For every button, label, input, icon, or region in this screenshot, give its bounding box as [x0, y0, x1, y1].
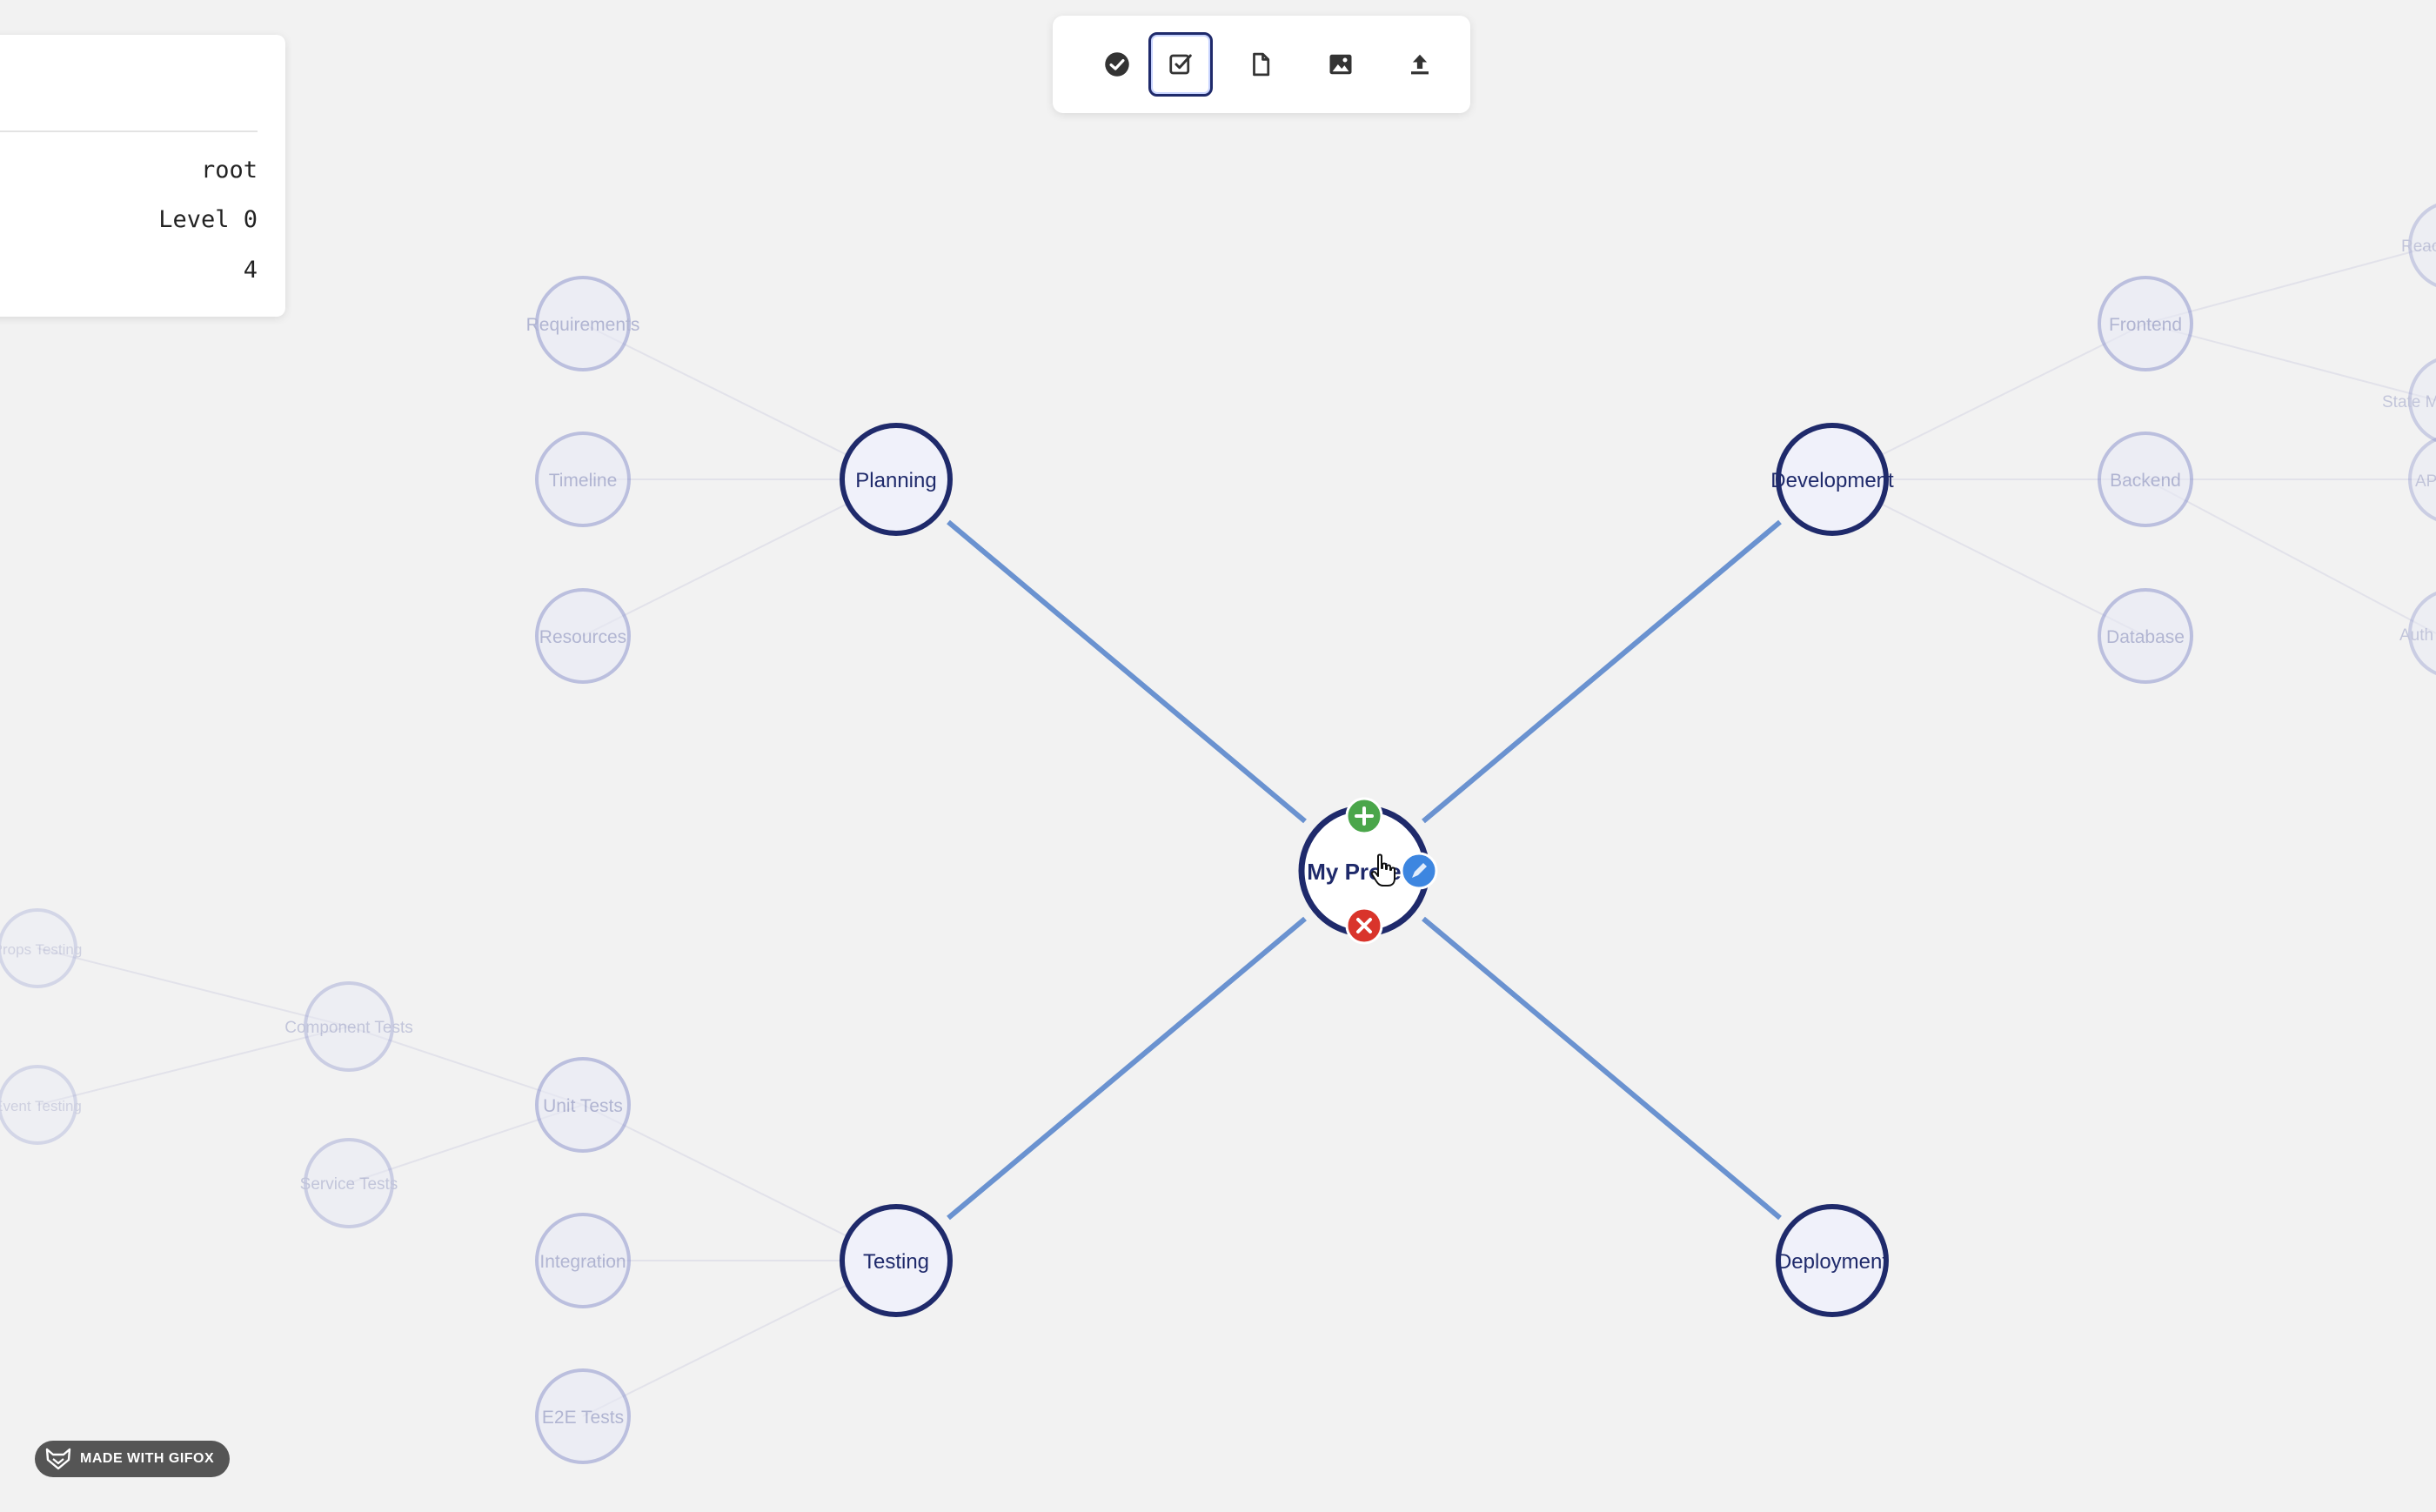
node-type-value: root — [200, 157, 258, 184]
node-label: Backend — [2110, 471, 2181, 491]
upload-button[interactable] — [1388, 32, 1452, 97]
fox-icon — [45, 1448, 71, 1470]
node-label: Component Tests — [284, 1019, 413, 1037]
node-label: API — [2415, 472, 2436, 491]
node-state-management[interactable]: State M — [2382, 357, 2436, 444]
pencil-icon — [1412, 863, 1427, 878]
faded-nodes: Requirements Timeline Resources Frontend… — [0, 202, 2436, 1464]
badge-text: MADE WITH GIFOX — [80, 1451, 215, 1466]
node-service-tests[interactable]: Service Tests — [300, 1138, 398, 1228]
node-children-value: 4 — [243, 257, 258, 284]
node-label: Integration — [539, 1252, 626, 1272]
faded-edges — [37, 244, 2436, 1417]
node-label: E2E Tests — [542, 1408, 624, 1428]
node-label: State M — [2382, 393, 2436, 411]
check-circle-icon — [1105, 52, 1129, 77]
node-api[interactable]: API — [2408, 436, 2436, 523]
node-database[interactable]: Database — [2098, 588, 2193, 684]
main-edges — [947, 519, 1782, 1221]
node-e2e-tests[interactable]: E2E Tests — [535, 1368, 631, 1464]
node-label: React — [2401, 238, 2436, 256]
node-label: Planning — [855, 469, 936, 492]
node-react[interactable]: React — [2401, 202, 2436, 289]
node-label: Service Tests — [300, 1175, 398, 1194]
node-unit-tests[interactable]: Unit Tests — [535, 1057, 631, 1153]
node-label: Unit Tests — [543, 1096, 623, 1116]
node-frontend[interactable]: Frontend — [2098, 276, 2193, 371]
edit-node-button[interactable] — [1400, 852, 1438, 890]
upload-icon — [1411, 54, 1429, 75]
plus-icon — [1355, 806, 1374, 826]
toggle-checkbox-button[interactable] — [1148, 32, 1213, 97]
node-integration[interactable]: Integration — [535, 1213, 631, 1308]
delete-node-button[interactable] — [1345, 907, 1383, 945]
panel-divider — [0, 130, 258, 132]
toolbar — [1053, 16, 1470, 113]
node-auth[interactable]: Auth — [2399, 590, 2436, 677]
add-child-button[interactable] — [1345, 797, 1383, 835]
node-label: Testing — [863, 1250, 929, 1274]
file-icon — [1253, 52, 1270, 77]
node-label: Event Testing — [0, 1098, 82, 1114]
node-label: Database — [2106, 627, 2185, 647]
node-backend[interactable]: Backend — [2098, 432, 2193, 527]
node-event-testing[interactable]: Event Testing — [0, 1065, 82, 1145]
node-component-tests[interactable]: Component Tests — [284, 981, 413, 1072]
export-image-button[interactable] — [1308, 32, 1373, 97]
node-label: Requirements — [526, 315, 640, 335]
node-planning[interactable]: Planning — [840, 423, 953, 536]
node-label: Resources — [539, 627, 626, 647]
new-file-button[interactable] — [1228, 32, 1293, 97]
check-button[interactable] — [1085, 32, 1149, 97]
node-info-panel: root Level 0 4 — [0, 35, 285, 317]
hand-pointer-cursor — [1370, 853, 1395, 886]
gifox-badge: MADE WITH GIFOX — [35, 1441, 231, 1477]
node-label: Timeline — [549, 471, 618, 491]
node-label: Development — [1770, 469, 1894, 492]
node-requirements[interactable]: Requirements — [526, 276, 640, 371]
node-development[interactable]: Development — [1770, 423, 1894, 536]
node-label: Frontend — [2109, 315, 2182, 335]
image-icon — [1329, 54, 1352, 75]
node-level-value: Level 0 — [158, 206, 258, 233]
node-deployment[interactable]: Deployment — [1776, 1204, 1889, 1317]
node-resources[interactable]: Resources — [535, 588, 631, 684]
node-label: Props Testing — [0, 941, 82, 958]
node-label: Auth — [2399, 626, 2433, 645]
close-icon — [1356, 918, 1372, 933]
node-timeline[interactable]: Timeline — [535, 432, 631, 527]
node-props-testing[interactable]: Props Testing — [0, 908, 82, 988]
node-label: Deployment — [1777, 1250, 1888, 1274]
checkbox-icon — [1169, 54, 1192, 75]
node-testing[interactable]: Testing — [840, 1204, 953, 1317]
